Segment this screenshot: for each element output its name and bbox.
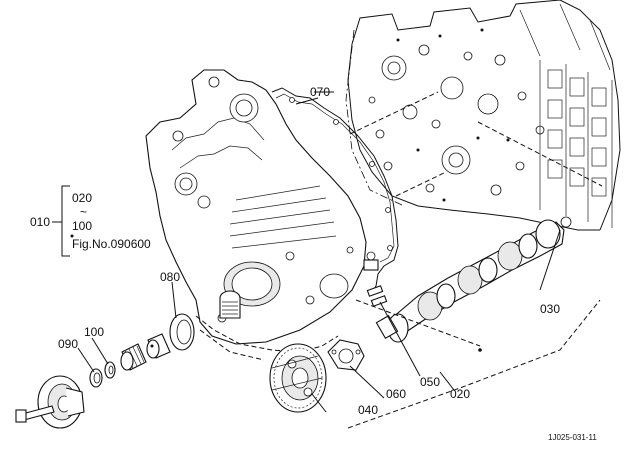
figure-reference: Fig.No.090600 [72, 237, 151, 251]
drawing-code: 1J025-031-11 [548, 433, 597, 442]
callout-range-tilde: ~ [80, 205, 87, 219]
oil-seal-080 [169, 313, 195, 351]
callout-100: 100 [84, 325, 104, 339]
needle-bearing [120, 343, 147, 371]
leader-lines [52, 91, 603, 429]
engine-block [345, 0, 621, 231]
callout-070: 070 [310, 85, 330, 99]
callout-010: 010 [30, 215, 50, 229]
crank-pulley [37, 375, 85, 429]
washer-090 [89, 368, 103, 388]
gasket-070 [271, 87, 399, 293]
gear-case-010 [145, 69, 379, 361]
spacer-100 [104, 361, 116, 379]
callout-050: 050 [420, 375, 440, 389]
gear-040 [269, 343, 327, 413]
callout-040: 040 [358, 403, 378, 417]
pin-050 [366, 285, 388, 307]
pulley-bolt [15, 405, 55, 423]
callout-080: 080 [160, 270, 180, 284]
camshaft-030 [375, 216, 572, 343]
callout-090: 090 [58, 337, 78, 351]
thrust-plate-060 [327, 339, 365, 371]
callout-020-range-start: 020 [72, 191, 92, 205]
callout-060: 060 [386, 387, 406, 401]
callout-100-range-end: 100 [72, 219, 92, 233]
collar [146, 333, 171, 359]
callout-030: 030 [540, 302, 560, 316]
callout-020: 020 [450, 387, 470, 401]
